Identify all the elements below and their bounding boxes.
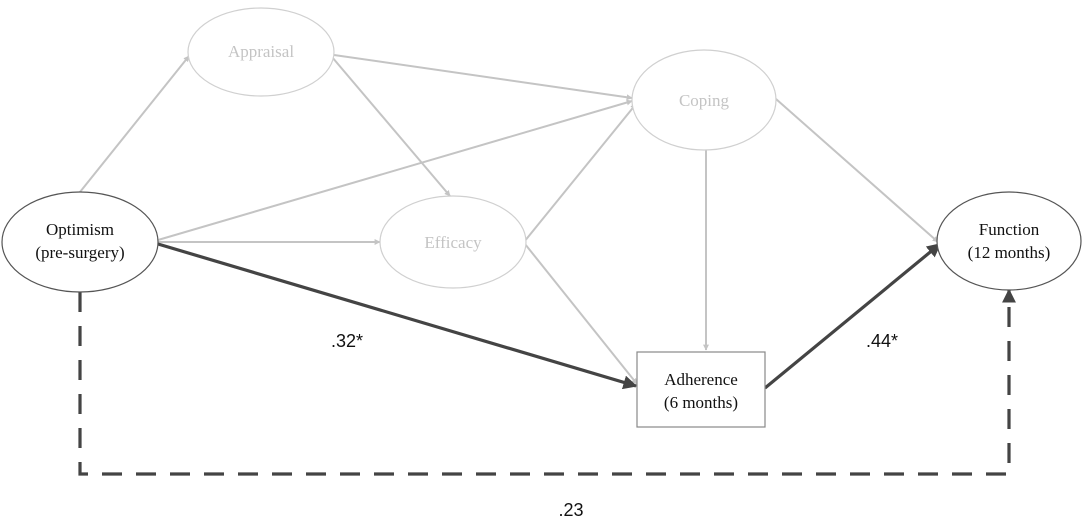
- node-appraisal: [187, 7, 335, 97]
- edge-coping-function: [775, 98, 939, 243]
- node-coping-label: Coping: [679, 91, 730, 110]
- node-adherence-line2: (6 months): [664, 393, 738, 412]
- edge-efficacy-coping: [523, 103, 637, 243]
- edge-adherence-function: [763, 242, 942, 390]
- coef-optimism-adherence: .32*: [331, 331, 363, 351]
- node-efficacy-label: Efficacy: [424, 233, 482, 252]
- node-function-line2: (12 months): [968, 243, 1051, 262]
- edge-optimism-adherence: [157, 242, 638, 390]
- node-optimism: [1, 191, 159, 293]
- node-function: [936, 191, 1082, 291]
- node-adherence: [636, 351, 766, 428]
- node-adherence-line1: Adherence: [664, 370, 738, 389]
- node-coping: [631, 49, 777, 151]
- edge-efficacy-adherence: [524, 243, 638, 385]
- edge-appraisal-efficacy: [331, 56, 451, 197]
- edge-appraisal-coping: [333, 54, 633, 101]
- edge-optimism-coping: [157, 99, 633, 241]
- node-optimism-line1: Optimism: [46, 220, 114, 239]
- edge-optimism-function-dashed: [78, 288, 1016, 476]
- node-optimism-line2: (pre-surgery): [35, 243, 124, 262]
- edge-optimism-appraisal: [79, 55, 190, 193]
- node-appraisal-label: Appraisal: [228, 42, 294, 61]
- coef-optimism-function: .23: [558, 500, 583, 520]
- coef-adherence-function: .44*: [866, 331, 898, 351]
- node-efficacy: [379, 195, 527, 289]
- node-function-line1: Function: [979, 220, 1040, 239]
